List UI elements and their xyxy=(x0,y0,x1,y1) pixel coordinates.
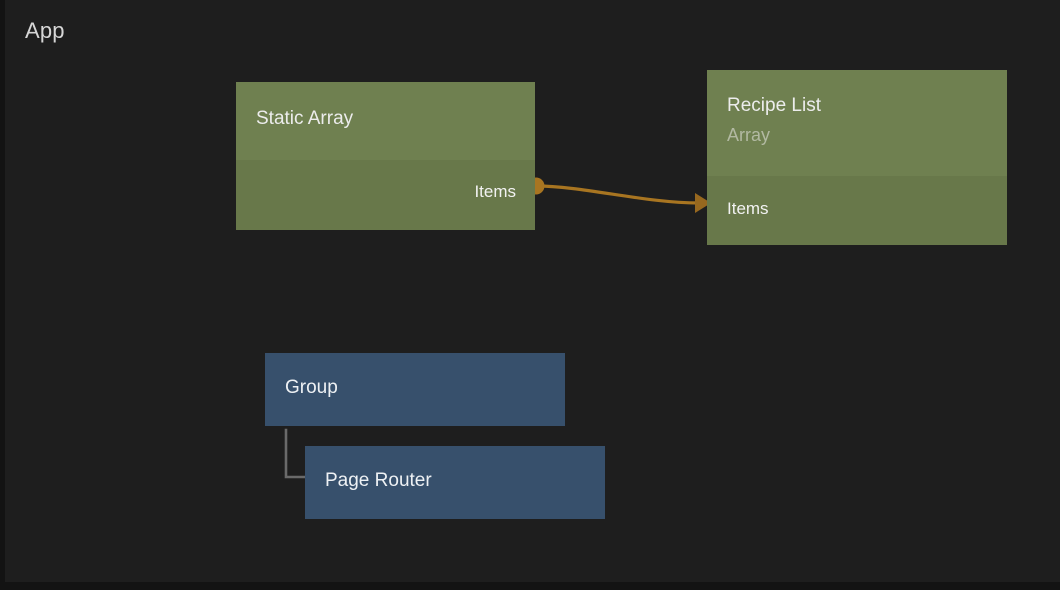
connection-elbow xyxy=(284,428,307,479)
node-graph-canvas[interactable]: App Static Array Items Recipe List Array… xyxy=(5,0,1060,582)
connection-curve xyxy=(535,184,700,205)
node-title: Page Router xyxy=(325,470,432,491)
node-header[interactable]: Recipe List Array xyxy=(707,70,1007,176)
canvas-frame-left-edge xyxy=(0,0,5,590)
canvas-frame-bottom-edge xyxy=(0,582,1060,590)
connection-static-array-items-to-recipe-list-items[interactable] xyxy=(527,177,712,214)
node-static-array[interactable]: Static Array Items xyxy=(236,82,535,230)
node-title: Static Array xyxy=(256,108,354,129)
output-port-items-label[interactable]: Items xyxy=(474,182,516,201)
connection-group-to-page-router[interactable] xyxy=(284,428,307,479)
node-group[interactable]: Group xyxy=(265,353,565,426)
node-header[interactable]: Static Array xyxy=(236,82,535,160)
input-port-items-label[interactable]: Items xyxy=(727,199,769,218)
node-recipe-list[interactable]: Recipe List Array Items xyxy=(707,70,1007,245)
node-body: Items xyxy=(707,176,1007,245)
node-subtitle: Array xyxy=(727,125,771,145)
node-title: Group xyxy=(285,377,338,398)
node-page-router[interactable]: Page Router xyxy=(305,446,605,519)
node-body: Items xyxy=(236,160,535,230)
node-title: Recipe List xyxy=(727,95,821,116)
canvas-title: App xyxy=(25,18,65,43)
